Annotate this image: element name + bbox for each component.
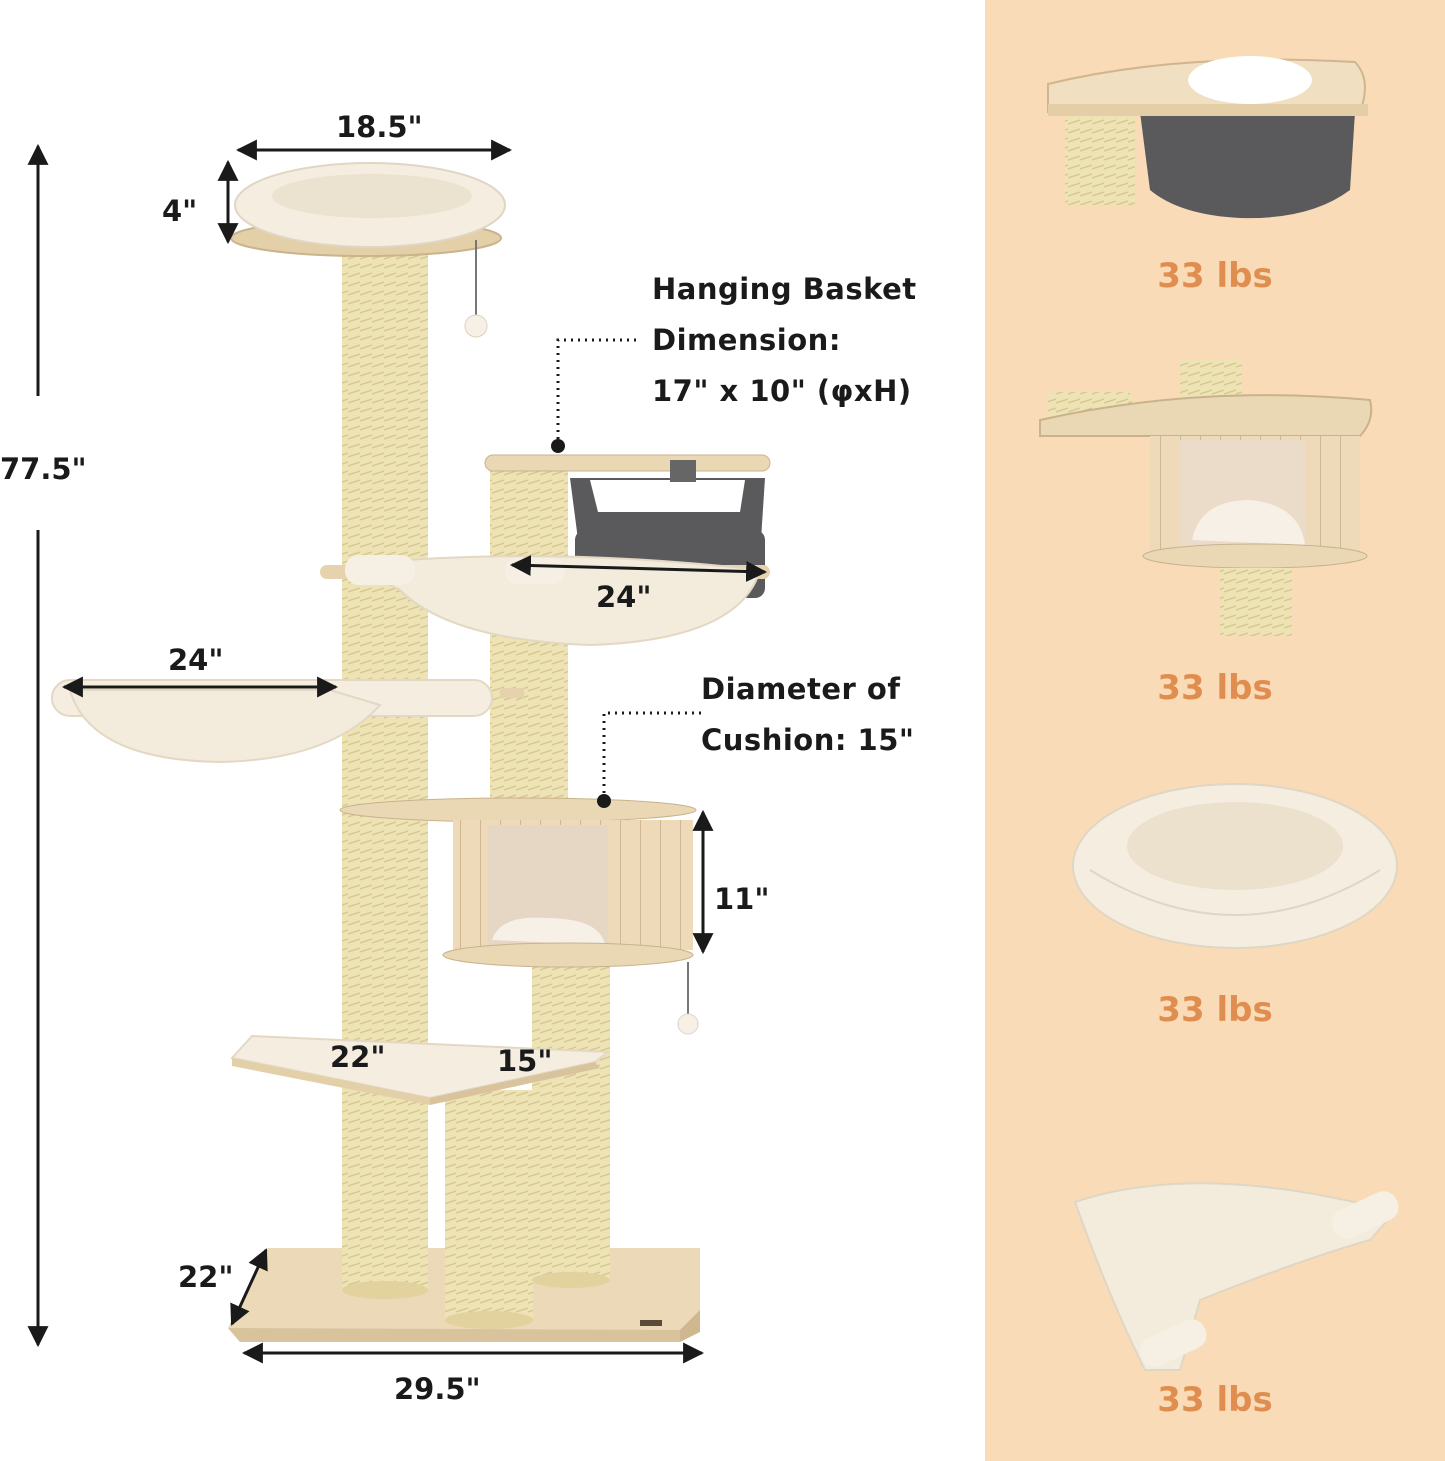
platform-width-label: 15" [497,1044,553,1078]
base-depth-label: 22" [178,1260,234,1294]
cushion-leader [602,711,702,800]
cat-tree [51,162,771,1342]
basket-note-line1: Hanging Basket [652,272,917,306]
basket-note: Hanging Basket Dimension: 17" x 10" (φxH… [652,264,917,417]
weight-hanging-basket: 33 lbs [1157,256,1273,296]
cushion-note: Diameter of Cushion: 15" [701,664,915,766]
cushion-note-line1: Diameter of [701,672,901,706]
upper-hammock-line [509,555,768,582]
base-width-label: 29.5" [394,1372,481,1406]
side-item-cushion-image [1072,783,1398,949]
weight-condo: 33 lbs [1157,668,1273,708]
cushion-note-line2: Cushion: 15" [701,723,915,757]
weight-hammock: 33 lbs [1157,1380,1273,1420]
platform-length-label: 22" [330,1040,386,1074]
post-back-right [532,960,610,1280]
top-perch-width-label: 18.5" [336,110,423,144]
base-depth-line [230,1248,268,1326]
dimension-lines [27,139,768,1364]
top-perch [230,162,506,338]
callout-leaders [556,338,702,800]
post-right-tall [490,470,568,820]
weight-top-perch-cushion: 33 lbs [1157,990,1273,1030]
lower-platform [230,1034,611,1105]
upper-hammock-width-label: 24" [596,580,652,614]
post-front [445,1090,533,1320]
condo [339,797,699,1035]
top-perch-height-label: 4" [162,194,198,228]
post-main [342,240,428,1290]
side-item-hammock-image [1073,1182,1399,1371]
side-item-condo-image [1039,360,1373,636]
left-hammock-width-label: 24" [168,643,224,677]
side-item-hanging-basket-image [1047,56,1368,219]
height-total-label: 77.5" [0,452,87,486]
condo-height-label: 11" [714,882,770,916]
basket-note-line2: Dimension: [652,323,841,357]
left-hammock [51,679,524,764]
basket-note-line3: 17" x 10" (φxH) [652,374,912,408]
basket-leader [556,338,640,446]
